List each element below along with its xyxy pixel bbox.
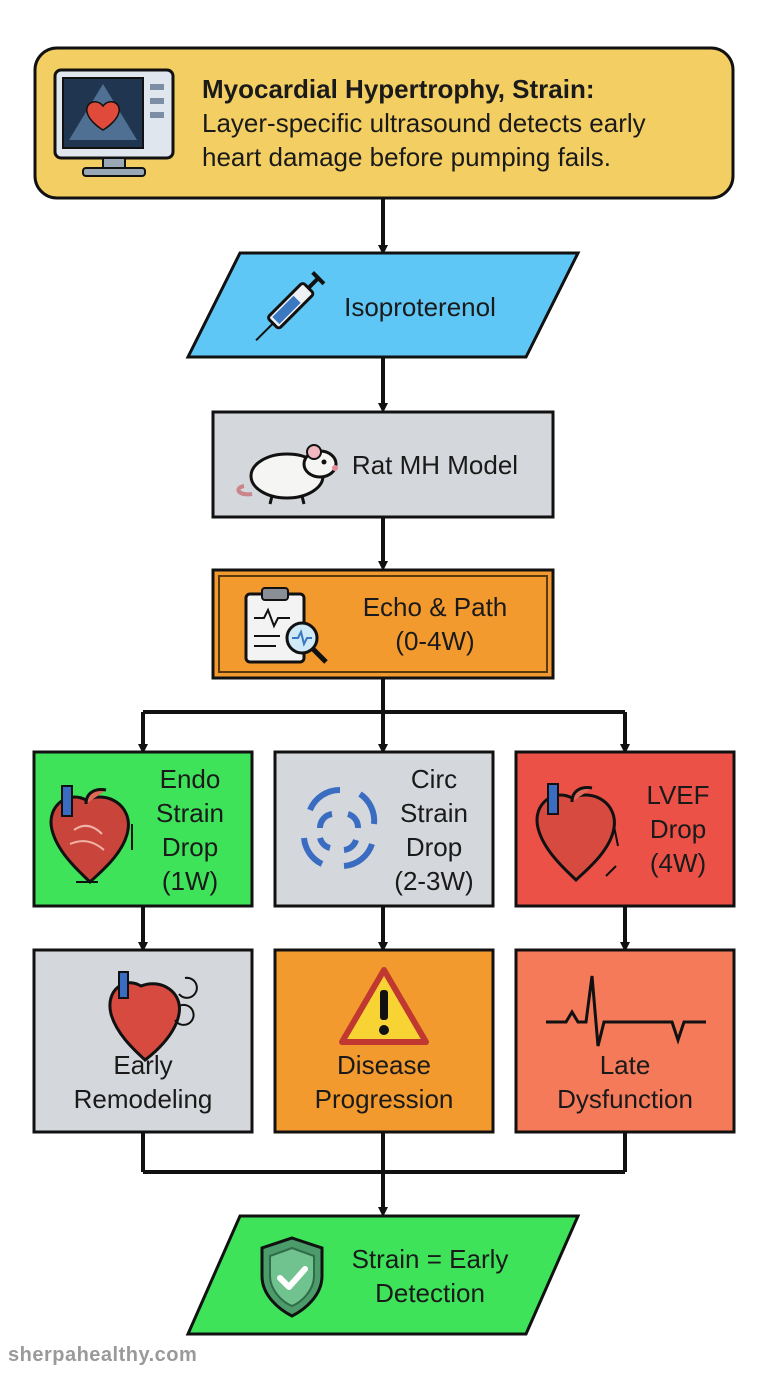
header-line-1: Layer-specific ultrasound detects early [202, 108, 646, 138]
warning-icon [339, 967, 429, 1045]
drug-box [185, 251, 581, 359]
circ-line-4: (2-3W) [394, 866, 474, 896]
circ-line-1: Circ [410, 764, 458, 794]
header-line-2: heart damage before pumping fails. [202, 142, 612, 172]
syringe-icon [255, 271, 326, 342]
clipboard-magnifier-icon [244, 587, 328, 664]
disease-line-1: Disease [337, 1050, 431, 1080]
endo-line-3: Drop [161, 832, 219, 862]
lvef-label: LVEF Drop (4W) [628, 778, 728, 880]
lvef-line-1: LVEF [646, 780, 710, 810]
lvef-line-3: (4W) [649, 848, 707, 878]
heart-icon [49, 785, 133, 885]
disease-label: Disease Progression [275, 1048, 493, 1116]
late-box [514, 948, 736, 1134]
endo-label: Endo Strain Drop (1W) [140, 762, 240, 898]
circular-arrows-icon [301, 786, 378, 869]
endo-line-1: Endo [159, 764, 221, 794]
header-text: Myocardial Hypertrophy, Strain: Layer-sp… [202, 72, 722, 174]
drug-label: Isoproterenol [344, 292, 496, 322]
exam-line-2: (0-4W) [395, 626, 475, 656]
disease-line-2: Progression [314, 1084, 454, 1114]
site-watermark: sherpahealthy.com [8, 1344, 198, 1366]
late-line-1: Late [599, 1050, 651, 1080]
shield-check-icon [260, 1236, 324, 1318]
lvef-line-2: Drop [649, 814, 707, 844]
remodeling-heart-icon [108, 971, 198, 1062]
ultrasound-monitor-icon [53, 68, 175, 177]
conclusion-line-2: Detection [375, 1278, 485, 1308]
early-line-2: Remodeling [73, 1084, 213, 1114]
exam-line-1: Echo & Path [362, 592, 508, 622]
circ-line-3: Drop [405, 832, 463, 862]
early-line-1: Early [113, 1050, 173, 1080]
conclusion-label: Strain = Early Detection [330, 1242, 530, 1310]
circ-box [273, 750, 495, 908]
failing-heart-icon [535, 783, 619, 883]
conclusion-line-1: Strain = Early [351, 1244, 509, 1274]
model-label: Rat MH Model [351, 450, 519, 480]
early-label: Early Remodeling [34, 1048, 252, 1116]
late-line-2: Dysfunction [557, 1084, 693, 1114]
header-title: Myocardial Hypertrophy, Strain: [202, 74, 595, 104]
endo-line-4: (1W) [161, 866, 219, 896]
circ-line-2: Strain [400, 798, 468, 828]
header-box [33, 46, 735, 200]
circ-label: Circ Strain Drop (2-3W) [380, 762, 488, 898]
exam-label: Echo & Path (0-4W) [340, 590, 530, 658]
endo-line-2: Strain [156, 798, 224, 828]
ecg-icon [546, 975, 706, 1047]
late-label: Late Dysfunction [516, 1048, 734, 1116]
rat-icon [236, 444, 338, 505]
